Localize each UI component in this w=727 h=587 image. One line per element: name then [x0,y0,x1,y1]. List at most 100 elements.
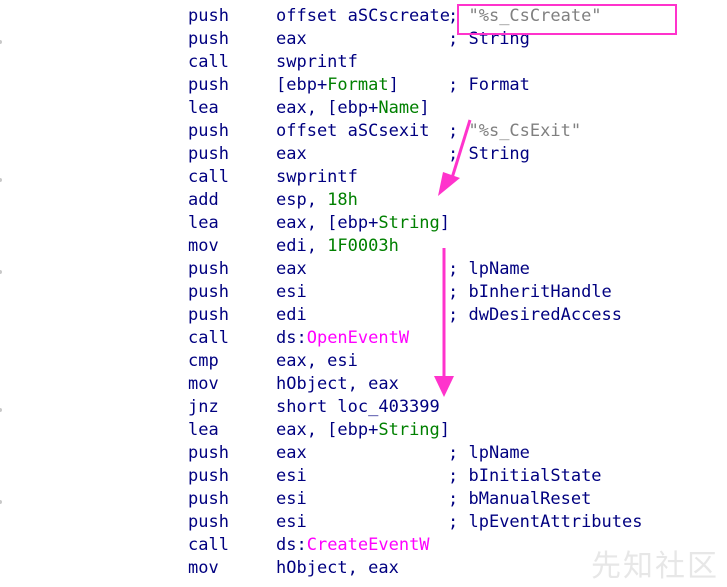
comment-token: ; [448,443,469,463]
operand-token: edi [276,305,307,325]
operand-token: 1F0003h [327,236,399,256]
code-line[interactable]: push eax ; String [0,143,727,166]
operand-token: eax [276,259,307,279]
mnemonic: lea [188,213,219,233]
mnemonic: call [188,535,229,555]
code-line[interactable]: lea eax, [ebp+String] [0,212,727,235]
operand: eax, [ebp+Name] [276,97,430,120]
operand: offset aSCscreate [276,5,450,28]
code-line[interactable]: add esp, 18h [0,189,727,212]
operand-token: esi [276,489,307,509]
operand-token: esi [276,512,307,532]
comment-token: ; [448,305,469,325]
operand-token: eax, [ebp+ [276,420,379,440]
code-line[interactable]: push esi ; bManualReset [0,488,727,511]
code-line[interactable]: call swprintf [0,51,727,74]
mnemonic: push [188,466,229,486]
mnemonic: push [188,282,229,302]
operand-token: swprintf [276,52,358,72]
operand: ds:OpenEventW [276,327,409,350]
code-line[interactable]: mov hObject, eax [0,557,727,580]
code-line[interactable]: push[ebp+Format]; Format [0,74,727,97]
mnemonic: call [188,52,229,72]
mnemonic: push [188,144,229,164]
operand: eax [276,143,307,166]
comment-token: bInitialState [468,466,602,486]
operand-token: edi, [276,236,328,256]
comment: ; bInitialState [448,465,602,488]
operand-token: esp, [276,190,328,210]
operand-token: OpenEventW [306,328,410,348]
operand: swprintf [276,166,358,189]
comment-token: String [468,29,530,49]
mnemonic: add [188,190,219,210]
operand-token: eax [276,144,307,164]
operand: esi [276,465,307,488]
operand: eax [276,258,307,281]
operand: edi [276,304,307,327]
mnemonic: mov [188,558,219,578]
mnemonic: push [188,489,229,509]
mnemonic: cmp [188,351,219,371]
operand-token: String [378,213,440,233]
operand: ds:CreateEventW [276,534,430,557]
comment-token: ; [448,512,469,532]
operand-token: hObject, eax [276,558,399,578]
watermark: 先知社区 [591,549,719,584]
comment-token: Format [468,75,530,95]
operand: esi [276,511,307,534]
mnemonic: push [188,305,229,325]
gutter-marker [0,500,2,504]
comment: ; lpEventAttributes [448,511,642,534]
operand-token: CreateEventW [306,535,430,555]
operand-token: ] [419,98,430,118]
operand-token: eax, [ebp+ [276,213,379,233]
operand-token: ] [439,420,451,440]
operand-token: ] [388,75,399,95]
mnemonic: push [188,121,229,141]
mnemonic: call [188,328,229,348]
operand: eax [276,442,307,465]
mnemonic: push [188,443,229,463]
gutter-marker [0,408,2,412]
operand-token: 18h [327,190,358,210]
operand-token: hObject, eax [276,374,399,394]
mnemonic: push [188,6,229,26]
comment-token: lpEventAttributes [468,512,643,532]
operand: eax [276,28,307,51]
operand: [ebp+Format] [276,74,399,97]
operand-token: ds: [276,535,307,555]
operand: eax, [ebp+String] [276,212,450,235]
operand-token: Name [378,98,420,118]
code-line[interactable]: cmp eax, esi [0,350,727,373]
operand: eax, esi [276,350,358,373]
comment: ; bManualReset [448,488,591,511]
operand-token: offset aSCsexit [276,121,430,141]
operand-token: swprintf [276,167,358,187]
comment-token: ; [448,259,469,279]
operand: edi, 1F0003h [276,235,399,258]
comment-token: ; [448,466,469,486]
operand-token: String [378,420,440,440]
comment-token: ; [448,121,469,141]
comment: ; String [448,143,530,166]
code-line[interactable]: call ds:CreateEventW [0,534,727,557]
operand: short loc_403399 [276,396,440,419]
code-line[interactable]: call ds:OpenEventW [0,327,727,350]
comment: ; Format [448,74,530,97]
